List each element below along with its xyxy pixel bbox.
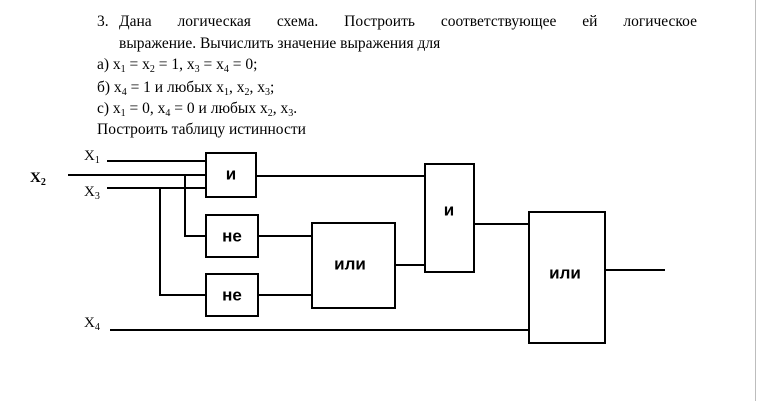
case-c: с) x1 = 0, x4 = 0 и любых x2, x3. [97, 100, 298, 119]
task-line-1: 3. Дана логическая схема. Построить соотв… [97, 13, 697, 31]
gate-boxes [205, 152, 606, 344]
or1-label: или [334, 255, 366, 274]
input-label-x4: X4 [84, 315, 100, 333]
not1-label: не [222, 227, 242, 246]
input-label-x3: X3 [84, 184, 100, 202]
task-text-1: Дана логическая схема. Построить соответ… [119, 13, 697, 30]
not2-label: не [222, 286, 242, 305]
task-line-2: выражение. Вычислить значение выражения … [119, 35, 441, 52]
input-label-x2: X2 [30, 170, 46, 188]
and1-label: и [226, 165, 236, 184]
and2-label: и [444, 201, 454, 220]
task-number: 3. [97, 13, 109, 30]
case-a: а) x1 = x2 = 1, x3 = x4 = 0; [97, 56, 258, 75]
wires [68, 160, 665, 331]
or-gate-2 [528, 211, 606, 344]
or2-label: или [549, 264, 581, 283]
not-gate-1 [205, 214, 259, 258]
truth-table-instruction: Построить таблицу истинности [97, 121, 306, 138]
not-gate-2 [205, 273, 259, 317]
and-gate-1 [205, 152, 257, 198]
or-gate-1 [311, 222, 396, 309]
wire-x2-to-not1 [184, 175, 206, 237]
case-b: б) x4 = 1 и любых x1, x2, x3; [97, 79, 275, 98]
wire-x3-to-not2 [159, 188, 206, 296]
and-gate-2 [424, 163, 475, 273]
input-label-x1: X1 [84, 148, 100, 166]
page-edge-rule [755, 0, 756, 401]
